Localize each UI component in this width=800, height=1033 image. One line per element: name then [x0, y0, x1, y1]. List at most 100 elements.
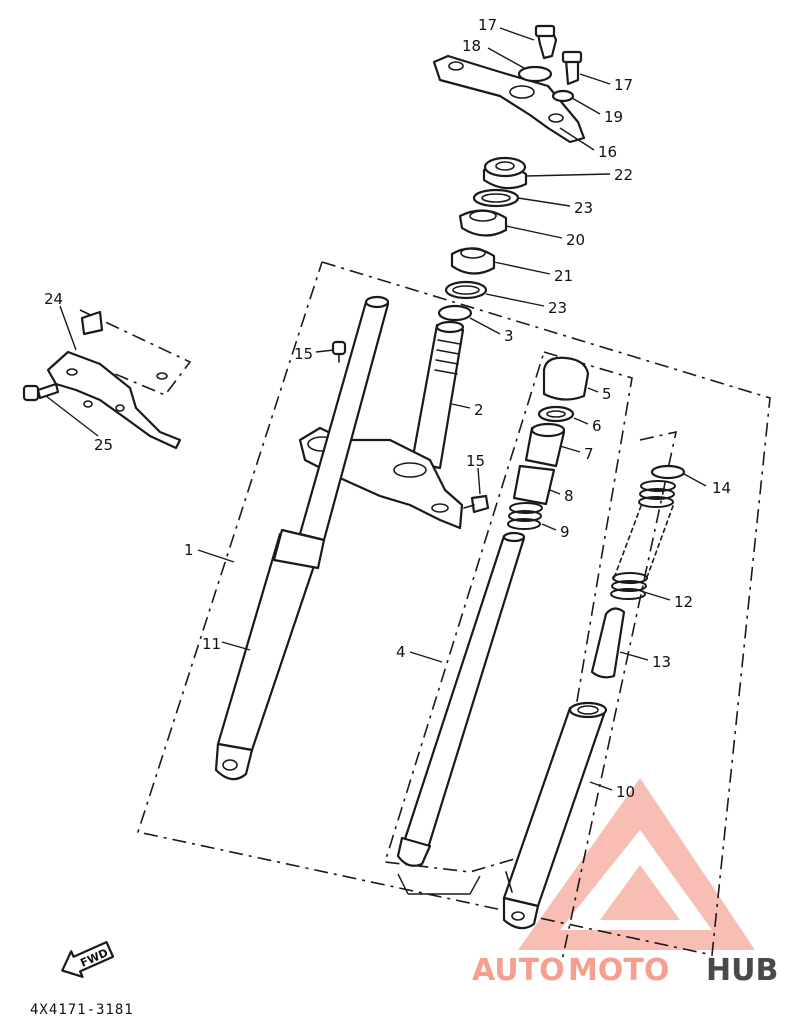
seal-3: [437, 304, 473, 322]
watermark-logo: [518, 778, 755, 950]
callout-24: 24: [44, 290, 63, 308]
leader-23b: [485, 293, 545, 307]
upper-bracket-hole-right: [548, 113, 564, 123]
spring-12-coil-3: [638, 496, 674, 508]
outer-tube-10-top: [568, 701, 608, 719]
ball-race-23-lower: [444, 280, 488, 300]
spring-12-coil-1: [640, 480, 676, 492]
bearing-race-20: [458, 209, 508, 237]
leader-1: [197, 549, 235, 563]
collar-8: [512, 464, 556, 506]
nut-22-bore: [495, 161, 515, 171]
leader-15a: [315, 349, 335, 353]
callout-17-right: 17: [614, 76, 633, 94]
leader-17b: [579, 73, 611, 85]
watermark-text-auto: AUTO: [472, 953, 565, 988]
under-bracket-hole-front: [431, 503, 449, 513]
callout-25: 25: [94, 436, 113, 454]
leader-18: [487, 47, 525, 69]
watermark-text-moto: MOTO: [568, 953, 669, 988]
steering-stem-top: [435, 320, 465, 334]
boundary-damper-assembly: [559, 430, 678, 971]
inner-tube-4-bottom: [396, 836, 432, 867]
fwd-arrow-shape: [61, 941, 115, 978]
callout-23-upper: 23: [574, 199, 593, 217]
leader-10: [589, 781, 613, 791]
callout-19: 19: [604, 108, 623, 126]
left-axle-hole: [222, 759, 238, 771]
washer-19: [551, 89, 575, 103]
inner-tube-4: [402, 534, 526, 850]
callout-21: 21: [554, 267, 573, 285]
leader-12: [643, 591, 671, 601]
leader-24: [59, 305, 77, 351]
callout-16: 16: [598, 143, 617, 161]
nut-22-top: [483, 156, 527, 178]
leader-4: [409, 651, 443, 663]
washer-6: [537, 405, 575, 423]
watermark-text-hub: HUB: [706, 953, 778, 988]
inner-tube-group: [396, 356, 590, 867]
callout-labels: 17 18 17 19 16 22 23 20 21 23 3 2 5 6 7 …: [44, 16, 731, 801]
stem-thread-3: [435, 359, 459, 365]
spring-12-coil-2: [639, 488, 675, 500]
outer-tube-10-bore: [577, 705, 599, 715]
left-inner-tube-top: [364, 295, 390, 309]
leader-14: [683, 473, 707, 487]
bearing-race-21-bore: [460, 247, 486, 259]
spacer-7-top: [530, 422, 566, 438]
bracket-24-hole-1: [66, 368, 78, 376]
leader-5: [587, 387, 599, 393]
left-fork-assembly: [214, 295, 390, 781]
bracket-24-hole-3: [115, 404, 125, 412]
leader-23a: [517, 197, 571, 207]
damper-group: [502, 464, 686, 930]
callout-1: 1: [184, 541, 194, 559]
bolt-15-lower-shank: [463, 504, 475, 509]
callout-7: 7: [584, 445, 594, 463]
bracket-24-group: [22, 310, 182, 450]
seal-14: [650, 464, 686, 480]
spring-12-coil-5: [611, 580, 647, 592]
left-dust-seal: [272, 528, 326, 570]
callout-15-right: 15: [466, 452, 485, 470]
upper-bracket-group: [432, 24, 586, 144]
leader-8: [549, 489, 561, 495]
cap-5: [542, 356, 590, 401]
bearing-race-20-bore: [469, 210, 497, 222]
stem-thread-4: [434, 369, 458, 375]
washer-6-inner: [546, 410, 566, 418]
boundary-main-assembly: [136, 261, 771, 956]
bolt-15-upper: [331, 340, 347, 356]
bearing-stack: [437, 156, 528, 322]
callout-20: 20: [566, 231, 585, 249]
leader-lines: [45, 27, 707, 895]
ball-race-23-lower-inner: [452, 285, 480, 295]
leader-25: [45, 395, 99, 437]
leader-22: [525, 173, 611, 177]
spring-12-body-left: [613, 505, 642, 579]
leader-9: [541, 523, 557, 531]
callout-22: 22: [614, 166, 633, 184]
leader-4-bracket-right: [469, 875, 481, 895]
left-inner-tube: [298, 300, 390, 542]
stem-thread-1: [437, 339, 461, 345]
upper-bracket-hole-left: [448, 61, 464, 71]
leader-13: [619, 651, 649, 661]
taper-spindle-13: [590, 607, 626, 679]
inner-tube-4-top: [502, 531, 526, 543]
watermark-text: AUTO MOTO HUB: [472, 953, 778, 988]
leader-20: [505, 225, 563, 239]
spring-9-coil-1: [509, 502, 543, 514]
leader-4-bracket-left: [397, 873, 409, 895]
bearing-race-21: [450, 247, 496, 275]
outer-tube-10-axle-hole: [511, 911, 525, 921]
callout-15-left: 15: [294, 345, 313, 363]
callout-11: 11: [202, 635, 221, 653]
leader-11: [221, 641, 251, 651]
bracket-24: [46, 350, 182, 450]
spring-12-body-right: [645, 505, 674, 581]
leader-16: [559, 127, 595, 151]
ball-race-23-upper-inner: [481, 193, 511, 203]
leader-7: [559, 445, 581, 453]
